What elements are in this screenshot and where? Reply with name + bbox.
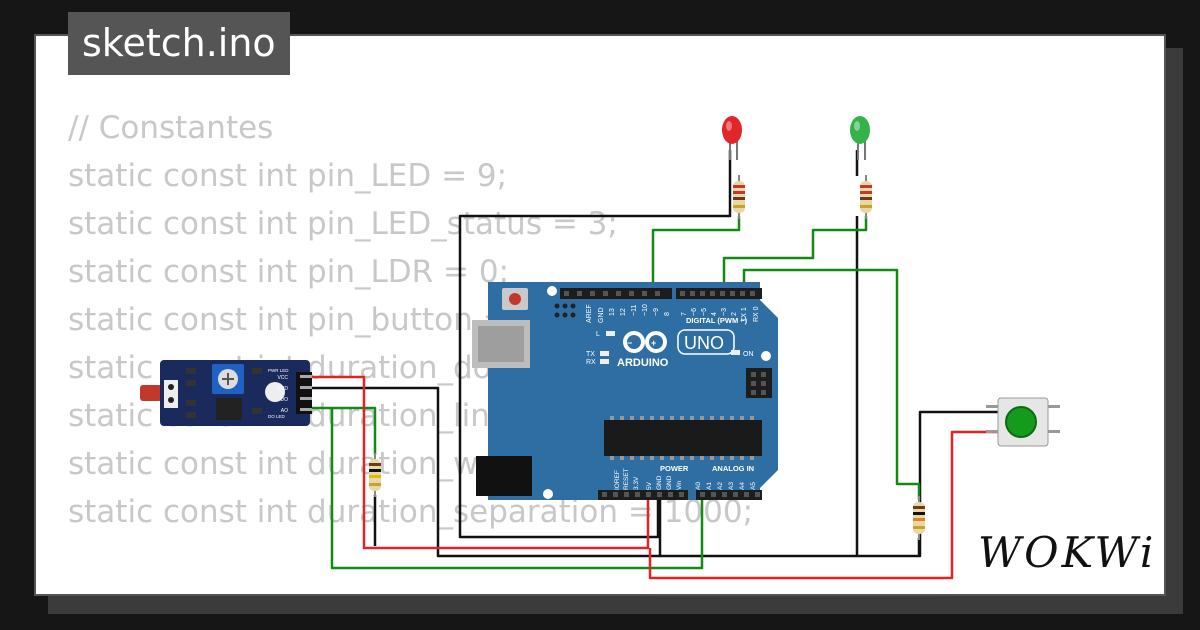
pin-label: A3 (728, 482, 735, 490)
pin-label: RESET (623, 468, 630, 490)
wire-green (722, 216, 868, 290)
wokwi-logo: WOKWi (978, 528, 1157, 577)
led-l-label: L (596, 331, 600, 338)
wire-black (458, 150, 732, 539)
pin-label: 7 (681, 312, 688, 316)
pin-label: GND (277, 386, 289, 392)
resistor-icon (913, 496, 925, 540)
pin-label: 12 (620, 308, 627, 316)
wire-red (648, 430, 1000, 580)
pin-label: ~11 (631, 305, 638, 316)
pin-label: GND (656, 475, 663, 490)
analog-label: ANALOG IN (712, 464, 754, 473)
pin-label: A5 (750, 482, 757, 490)
microcontroller-chip (604, 420, 762, 456)
pin-label: GND (666, 475, 673, 490)
rx-label: RX (586, 359, 596, 366)
pin-label: DO (281, 397, 289, 403)
led-l-icon (606, 331, 615, 336)
pin-label: GND (598, 307, 605, 323)
pin-label: ~10 (642, 304, 649, 316)
pin-label: ~3 (721, 308, 728, 316)
digital-header-label: DIGITAL (PWM ~) (686, 316, 748, 325)
led-red (722, 116, 742, 160)
led-label: DO LED (268, 414, 286, 419)
wire-red (312, 375, 650, 550)
pin-label: A1 (706, 482, 713, 490)
led-green (850, 116, 870, 160)
code-line: static const int duration_separation = 1… (68, 494, 754, 530)
power-header (598, 490, 688, 500)
code-line: static const int pin_LED = 9; (68, 158, 508, 194)
file-tab[interactable]: sketch.ino (68, 12, 290, 75)
pin-label: RX 0 (753, 306, 760, 322)
tx-label: TX (586, 351, 595, 358)
pin-label: 13 (609, 308, 616, 316)
pin-label: ~6 (691, 308, 698, 316)
wire-green (312, 406, 704, 570)
pin-label: A4 (739, 482, 746, 490)
board-model: UNO (684, 333, 724, 353)
pin-label: 8 (664, 312, 671, 316)
pin-label: ~5 (701, 308, 708, 316)
power-label: POWER (660, 464, 689, 473)
on-led-icon (731, 350, 740, 355)
pin-label: ~9 (653, 308, 660, 316)
wire-green (742, 268, 921, 500)
on-label: ON (743, 351, 754, 358)
code-line: static const char* morse_code[] = {".-",… (68, 584, 1163, 594)
pin-label: AREF (586, 304, 593, 323)
digital-header (676, 288, 762, 299)
pin-label: A0 (695, 482, 702, 490)
analog-header (696, 490, 762, 500)
photoresistor-icon (140, 385, 162, 401)
pin-label: Vin (676, 480, 683, 490)
icsp-header (746, 368, 772, 398)
resistor-icon (733, 175, 745, 219)
wire-black (312, 386, 660, 558)
code-line: static const int pin_LED_status = 3; (68, 206, 618, 242)
wire-green (651, 216, 741, 290)
power-jack (476, 456, 532, 496)
resistor-icon (369, 453, 381, 497)
arduino-infinity-logo-icon (623, 331, 667, 353)
led-label: PWR LED (268, 368, 289, 373)
pin-label: 4 (711, 312, 718, 316)
pin-label: TX 1 (741, 307, 748, 322)
wires (312, 150, 1000, 580)
pin-label: 3.3V (633, 476, 640, 490)
resistor-icon (860, 175, 872, 219)
pin-label: A2 (717, 482, 724, 490)
pin-label: VCC (277, 375, 288, 381)
pin-label: AO (281, 408, 288, 414)
code-line: static const int pin_LDR = 0; (68, 254, 510, 290)
pin-label: 2 (731, 312, 738, 316)
arduino-uno-board: AREF GND 13 12 ~11 ~10 ~9 8 7 ~6 ~5 4 ~3… (472, 282, 778, 500)
arduino-logo-text: ARDUINO (617, 357, 669, 369)
ldr-module: VCC GND DO AO PWR LED DO LED (140, 360, 312, 426)
pin-label: IOREF (614, 470, 621, 490)
svg-text:+: + (651, 338, 656, 348)
svg-text:−: − (627, 338, 632, 348)
pushbutton (986, 397, 1060, 447)
code-line: // Constantes (68, 110, 274, 146)
pin-label: 5V (646, 481, 653, 490)
